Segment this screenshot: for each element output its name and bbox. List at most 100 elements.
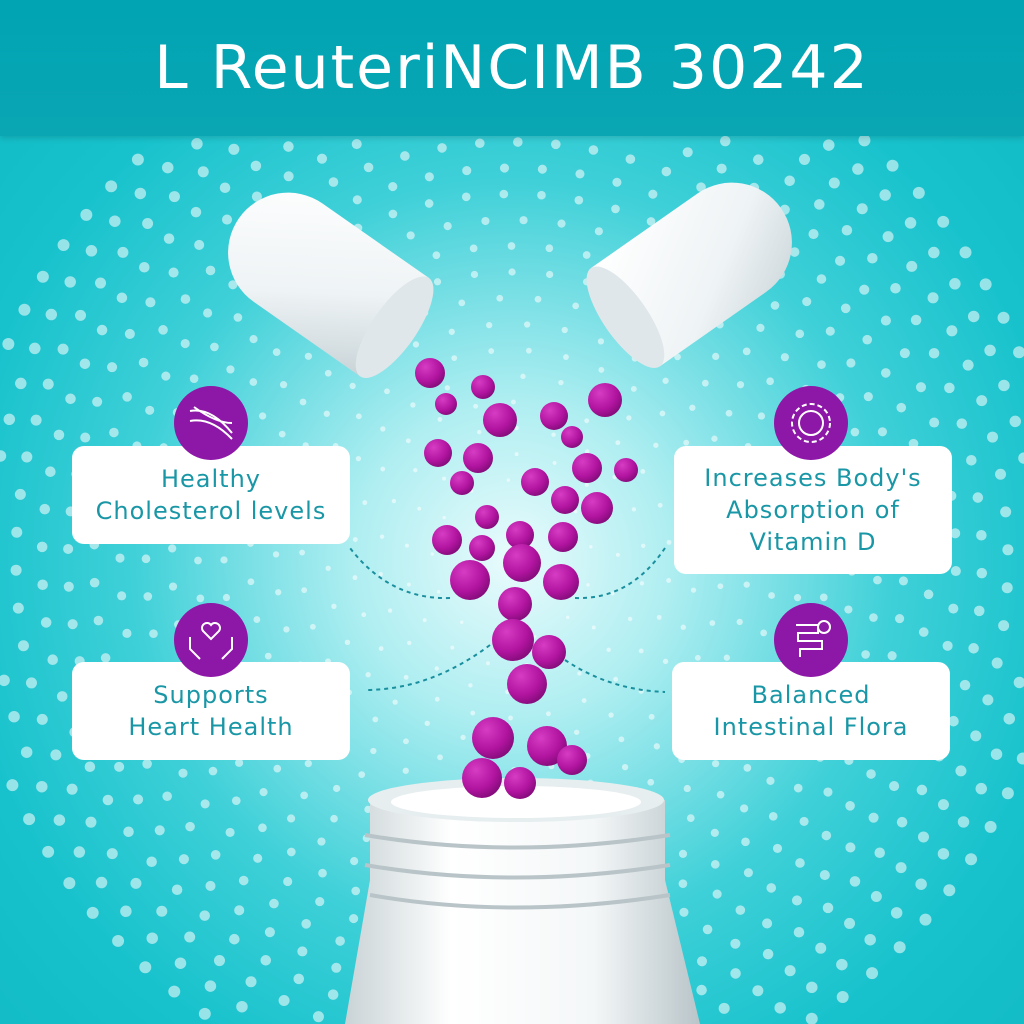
background-dot xyxy=(174,957,187,969)
background-dot xyxy=(142,217,154,229)
background-dot xyxy=(680,624,686,630)
background-dot xyxy=(42,378,54,390)
background-dot xyxy=(998,379,1010,392)
background-dot xyxy=(741,837,750,847)
background-dot xyxy=(272,551,280,558)
probiotic-bead xyxy=(504,767,536,799)
background-dot xyxy=(109,427,119,438)
background-dot xyxy=(893,941,906,954)
background-dot xyxy=(168,544,177,553)
background-dot xyxy=(65,393,76,405)
background-dot xyxy=(743,763,752,772)
background-dot xyxy=(8,710,20,723)
background-dot xyxy=(618,736,625,743)
background-dot xyxy=(918,627,929,637)
background-dot xyxy=(269,898,279,909)
bottle xyxy=(345,778,700,1024)
probiotic-bead xyxy=(471,375,495,399)
background-dot xyxy=(997,311,1010,324)
background-dot xyxy=(469,244,478,253)
background-dot xyxy=(844,917,856,929)
background-dot xyxy=(349,914,359,924)
background-dot xyxy=(434,666,440,671)
background-dot xyxy=(863,392,873,402)
background-dot xyxy=(735,905,746,915)
background-dot xyxy=(422,618,427,623)
background-dot xyxy=(760,629,768,637)
background-dot xyxy=(864,933,876,946)
background-dot xyxy=(199,910,210,921)
background-dot xyxy=(89,577,100,588)
background-dot xyxy=(36,780,48,793)
background-dot xyxy=(912,186,925,199)
background-dot xyxy=(784,175,795,187)
background-dot xyxy=(880,315,891,326)
background-dot xyxy=(278,995,290,1007)
background-dot xyxy=(815,942,827,954)
background-dot xyxy=(405,438,411,444)
background-dot xyxy=(859,284,870,295)
intestine-check-icon xyxy=(774,603,848,677)
background-dot xyxy=(984,344,996,357)
background-dot xyxy=(965,853,978,866)
background-dot xyxy=(442,515,446,520)
background-dot xyxy=(743,868,753,878)
background-dot xyxy=(850,427,860,437)
background-dot xyxy=(231,796,241,806)
background-dot xyxy=(577,671,582,676)
probiotic-bead xyxy=(498,587,532,621)
background-dot xyxy=(995,468,1007,480)
background-dot xyxy=(584,449,590,454)
background-dot xyxy=(196,594,205,603)
background-dot xyxy=(352,195,362,205)
background-dot xyxy=(844,605,853,614)
background-dot xyxy=(752,985,764,997)
background-dot xyxy=(846,358,856,368)
background-dot xyxy=(959,679,971,691)
background-dot xyxy=(228,143,240,155)
background-dot xyxy=(845,842,856,853)
background-dot xyxy=(736,381,745,389)
background-dot xyxy=(712,352,720,361)
background-dot xyxy=(766,377,774,386)
background-dot xyxy=(683,784,691,793)
background-dot xyxy=(85,816,97,828)
background-dot xyxy=(1002,544,1014,556)
background-dot xyxy=(0,450,7,462)
background-dot xyxy=(711,760,720,768)
background-dot xyxy=(766,776,775,785)
background-dot xyxy=(293,973,305,985)
background-dot xyxy=(443,222,452,231)
background-dot xyxy=(723,654,730,661)
background-dot xyxy=(142,759,152,769)
benefit-label-line: Supports xyxy=(153,681,269,709)
background-dot xyxy=(597,338,605,345)
background-dot xyxy=(162,161,174,174)
background-dot xyxy=(323,410,330,417)
background-dot xyxy=(558,379,564,386)
background-dot xyxy=(928,246,940,259)
background-dot xyxy=(349,382,356,390)
background-dot xyxy=(959,246,972,259)
probiotic-bead xyxy=(450,471,474,495)
background-dot xyxy=(66,783,78,795)
background-dot xyxy=(194,239,205,250)
background-dot xyxy=(331,603,337,609)
background-dot xyxy=(402,767,409,774)
probiotic-bead xyxy=(432,525,462,555)
benefit-label-line: Heart Health xyxy=(128,713,294,741)
background-dot xyxy=(233,313,243,322)
background-dot xyxy=(486,321,493,329)
background-dot xyxy=(11,526,23,538)
background-dot xyxy=(975,782,987,795)
background-dot xyxy=(653,442,659,448)
background-dot xyxy=(53,814,66,826)
background-dot xyxy=(486,661,490,666)
background-dot xyxy=(117,246,129,258)
background-dot xyxy=(858,134,871,147)
background-dot xyxy=(752,154,764,165)
background-dot xyxy=(57,343,69,355)
benefit-label-line: Balanced xyxy=(751,681,871,709)
background-dot xyxy=(631,507,637,512)
background-dot xyxy=(299,398,307,406)
